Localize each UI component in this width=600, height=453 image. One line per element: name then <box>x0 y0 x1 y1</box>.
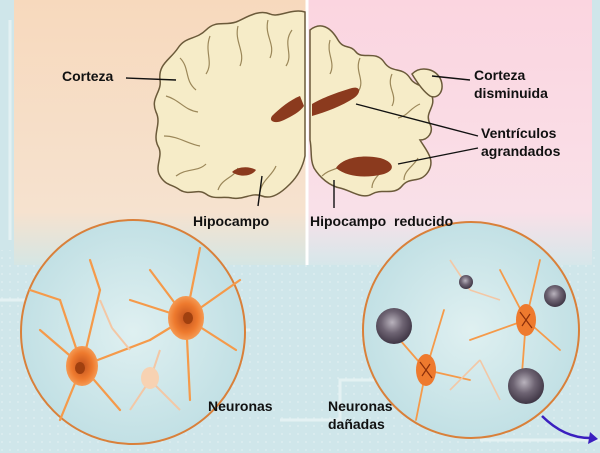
label-hipocampo: Hipocampo <box>193 213 269 230</box>
label-ventriculos-line2: agrandados <box>481 143 560 160</box>
label-corteza-disminuida-line2: disminuida <box>474 85 548 102</box>
healthy-soma-faint <box>141 367 159 389</box>
label-neuronas: Neuronas <box>208 398 273 415</box>
healthy-nucleus-2 <box>183 312 193 324</box>
label-corteza: Corteza <box>62 68 113 85</box>
damaged-neurons-circle <box>363 222 579 438</box>
healthy-nucleus-1 <box>75 362 85 374</box>
amyloid-plaque-3 <box>544 285 566 307</box>
amyloid-plaque-1 <box>376 308 412 344</box>
amyloid-plaque-2 <box>508 368 544 404</box>
label-neuronas-danadas-line2: dañadas <box>328 416 385 433</box>
label-hipocampo-reducido: Hipocampo reducido <box>310 213 453 230</box>
amyloid-plaque-4 <box>459 275 473 289</box>
label-neuronas-danadas-line1: Neuronas <box>328 398 393 415</box>
label-ventriculos-line1: Ventrículos <box>481 125 556 142</box>
label-corteza-disminuida-line1: Corteza <box>474 67 525 84</box>
